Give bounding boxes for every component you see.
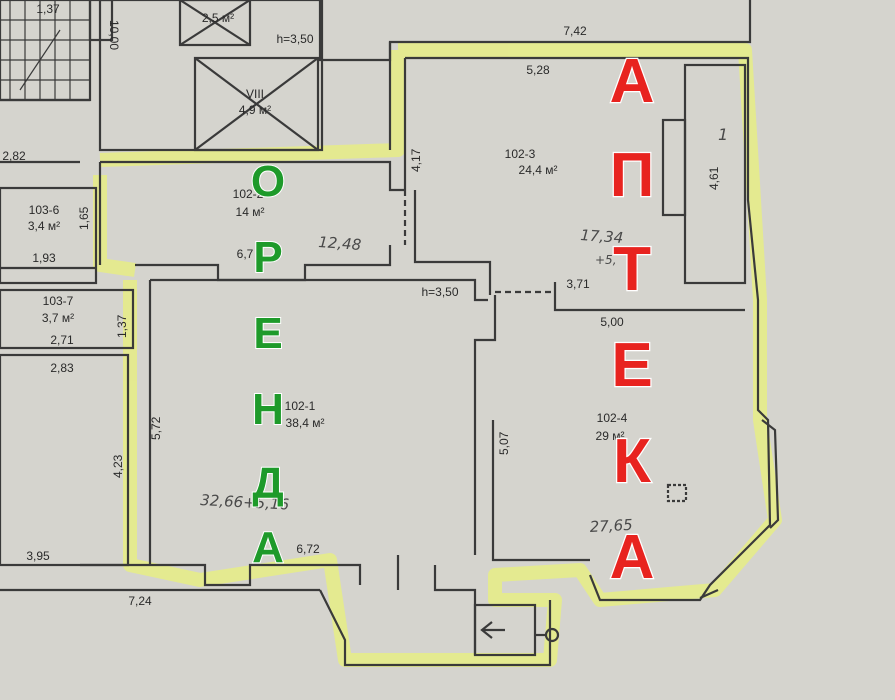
dim-3-71: 3,71 — [566, 277, 590, 291]
note-1: 1 — [718, 125, 728, 144]
dim-4-17: 4,17 — [409, 148, 423, 172]
dim-6-72: 6,72 — [296, 542, 320, 556]
room-102-4-area: 29 м² — [596, 429, 625, 443]
dim-5-00: 5,00 — [600, 315, 624, 329]
rent-letter-2: Р — [253, 233, 282, 282]
room-top-small-area: 2,5 м² — [202, 11, 234, 25]
note-27-65: 27,65 — [589, 516, 633, 536]
rent-letter-1: О — [251, 157, 285, 206]
rent-letter-5: Д — [252, 459, 283, 508]
dim-1-37-mid: 1,37 — [115, 314, 129, 338]
room-102-2-code: 102-2 — [233, 187, 264, 201]
dim-5-72: 5,72 — [149, 416, 163, 440]
room-102-1-code: 102-1 — [285, 399, 316, 413]
dim-5-28: 5,28 — [526, 63, 550, 77]
dim-5-07: 5,07 — [497, 431, 511, 455]
room-102-1-area: 38,4 м² — [286, 416, 325, 430]
note-plus5: +5, — [595, 253, 617, 267]
note-32-66: 32,66+5,16 — [200, 491, 290, 514]
pharmacy-letter-3: Т — [613, 235, 651, 304]
room-103-6-code: 103-6 — [29, 203, 60, 217]
dimension-labels: 1,37 10,00 h=3,50 7,42 5,28 4,17 4,61 2,… — [2, 2, 721, 608]
room-103-6-area: 3,4 м² — [28, 219, 60, 233]
pharmacy-overlay: А П Т Е К А — [608, 46, 655, 594]
room-viii-code: VIII — [246, 87, 264, 101]
dim-7-42: 7,42 — [563, 24, 587, 38]
note-12-48: 12,48 — [318, 233, 362, 254]
dim-1-65: 1,65 — [77, 206, 91, 230]
rent-letter-3: Е — [253, 309, 282, 358]
dim-3-95: 3,95 — [26, 549, 50, 563]
room-102-4-code: 102-4 — [597, 411, 628, 425]
note-17-34: 17,34 — [580, 226, 624, 247]
dim-h-3-50-top: h=3,50 — [276, 32, 313, 46]
walls — [0, 0, 780, 667]
room-103-7-area: 3,7 м² — [42, 311, 74, 325]
rent-letter-6: А — [252, 523, 284, 572]
rent-overlay: О Р Е Н Д А — [250, 156, 286, 573]
dim-4-23: 4,23 — [111, 454, 125, 478]
pharmacy-letter-2: П — [610, 141, 655, 210]
dim-10-00: 10,00 — [107, 20, 121, 50]
dim-1-37-top: 1,37 — [36, 2, 60, 16]
dim-2-71: 2,71 — [50, 333, 74, 347]
room-viii-area: 4,9 м² — [239, 103, 271, 117]
pharmacy-letter-4: Е — [611, 331, 652, 400]
dim-6-7: 6,7 — [237, 247, 254, 261]
room-102-3-area: 24,4 м² — [519, 163, 558, 177]
room-102-2-area: 14 м² — [236, 205, 265, 219]
dim-4-61: 4,61 — [707, 166, 721, 190]
room-labels: 102-3 24,4 м² 102-1 38,4 м² 102-4 29 м² … — [28, 11, 628, 443]
handwritten-notes: 12,48 17,34 +5, 32,66+5,16 27,65 1 — [200, 125, 728, 536]
pharmacy-letter-1: А — [610, 47, 655, 116]
dim-2-83: 2,83 — [50, 361, 74, 375]
dim-1-93: 1,93 — [32, 251, 56, 265]
dim-h-3-50-mid: h=3,50 — [421, 285, 458, 299]
room-103-7-code: 103-7 — [43, 294, 74, 308]
dim-2-82: 2,82 — [2, 149, 26, 163]
room-102-3-code: 102-3 — [505, 147, 536, 161]
dim-7-24: 7,24 — [128, 594, 152, 608]
rent-letter-4: Н — [252, 385, 284, 434]
pharmacy-letter-5: К — [613, 427, 651, 496]
pharmacy-letter-6: А — [610, 523, 655, 592]
